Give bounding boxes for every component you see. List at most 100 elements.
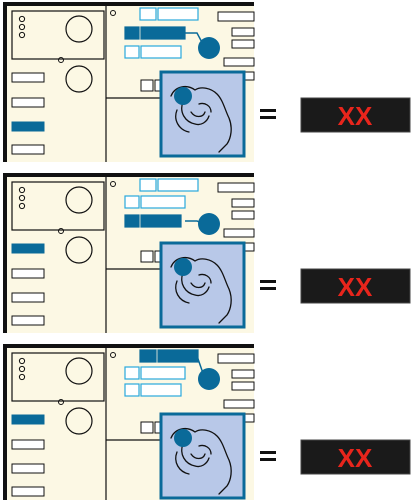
equals-top-bar — [260, 109, 276, 112]
status-dot — [110, 181, 116, 187]
square-button-1 — [140, 421, 154, 434]
side-button-2 — [11, 268, 45, 279]
label-slot-2 — [231, 369, 255, 379]
indicator-light-2 — [18, 23, 26, 31]
hand-outline — [170, 427, 232, 495]
side-button-4 — [11, 315, 45, 326]
label-slot-1 — [217, 182, 255, 193]
main-knob — [65, 357, 93, 385]
finger-press-icon — [170, 256, 232, 324]
secondary-knob — [65, 236, 93, 264]
equals-top-bar — [260, 280, 276, 283]
hand-box — [159, 70, 246, 158]
control-box — [11, 352, 105, 402]
small-indicator — [58, 57, 64, 63]
small-indicator — [58, 399, 64, 405]
side-button-3 — [11, 292, 45, 303]
label-slot-1 — [217, 11, 255, 22]
indicator-light-3 — [18, 373, 26, 381]
label-slot-1 — [217, 353, 255, 364]
label-slot-2 — [231, 27, 255, 37]
main-knob — [65, 15, 93, 43]
panel-border — [3, 344, 254, 500]
display-screen — [300, 439, 411, 475]
square-button-1 — [140, 250, 154, 263]
label-slot-3 — [231, 381, 255, 391]
option-button-1-1 — [139, 178, 157, 192]
side-button-1 — [11, 414, 45, 425]
label-slot-3 — [231, 210, 255, 220]
label-slot-2 — [231, 198, 255, 208]
selected-button-1 — [124, 214, 140, 228]
display-readout: XX — [338, 272, 373, 302]
main-knob — [65, 186, 93, 214]
hand-outline — [170, 256, 232, 324]
secondary-knob — [65, 65, 93, 93]
option-button-2-2 — [140, 195, 186, 209]
press-point-dot — [198, 213, 220, 235]
display-screen — [300, 268, 411, 304]
indicator-light-3 — [18, 202, 26, 210]
option-button-2-1 — [124, 366, 140, 380]
fingertip-dot — [174, 87, 192, 105]
finger-press-icon — [170, 85, 232, 153]
option-button-2-1 — [124, 195, 140, 209]
selected-button-2 — [140, 26, 186, 40]
press-point-dot — [198, 37, 220, 59]
panel-border — [3, 173, 254, 333]
hand-outline — [170, 85, 232, 153]
indicator-light-1 — [18, 15, 26, 23]
square-button-1 — [140, 79, 154, 92]
display-readout: XX — [338, 443, 373, 473]
equals-bottom-bar — [260, 287, 276, 290]
finger-press-icon — [170, 427, 232, 495]
side-button-2 — [11, 439, 45, 450]
option-button-3-1 — [124, 383, 140, 397]
panel-row-2: XX — [3, 173, 411, 333]
panel-border — [3, 2, 254, 162]
selected-button-1 — [139, 349, 157, 363]
option-button-1-2 — [157, 7, 199, 21]
label-slot-4 — [223, 57, 255, 67]
fingertip-dot — [174, 429, 192, 447]
indicator-light-1 — [18, 186, 26, 194]
label-slot-4 — [223, 228, 255, 238]
side-button-1 — [11, 243, 45, 254]
option-button-3-2 — [140, 383, 182, 397]
side-button-4 — [11, 144, 45, 155]
equals-bottom-bar — [260, 116, 276, 119]
small-indicator — [58, 228, 64, 234]
selected-button-2 — [157, 349, 199, 363]
label-slot-3 — [231, 39, 255, 49]
side-button-2 — [11, 97, 45, 108]
selected-button-1 — [124, 26, 140, 40]
status-dot — [110, 352, 116, 358]
control-box — [11, 181, 105, 231]
side-button-4 — [11, 486, 45, 497]
label-slot-4 — [223, 399, 255, 409]
indicator-light-2 — [18, 365, 26, 373]
hand-box — [159, 241, 246, 329]
hand-box — [159, 412, 246, 500]
display-readout: XX — [338, 101, 373, 131]
secondary-knob — [65, 407, 93, 435]
press-point-dot — [198, 368, 220, 390]
equals-top-bar — [260, 451, 276, 454]
selected-button-2 — [140, 214, 182, 228]
panel-row-3: XX — [3, 344, 411, 500]
fingertip-dot — [174, 258, 192, 276]
display-screen — [300, 97, 411, 133]
option-button-1-1 — [139, 7, 157, 21]
indicator-light-2 — [18, 194, 26, 202]
panel-row-1: XX — [3, 2, 411, 162]
option-button-1-2 — [157, 178, 199, 192]
side-button-1 — [11, 72, 45, 83]
control-box — [11, 10, 105, 60]
option-button-2-2 — [140, 366, 186, 380]
option-button-3-2 — [140, 45, 182, 59]
side-button-3 — [11, 463, 45, 474]
option-button-3-1 — [124, 45, 140, 59]
indicator-light-3 — [18, 31, 26, 39]
